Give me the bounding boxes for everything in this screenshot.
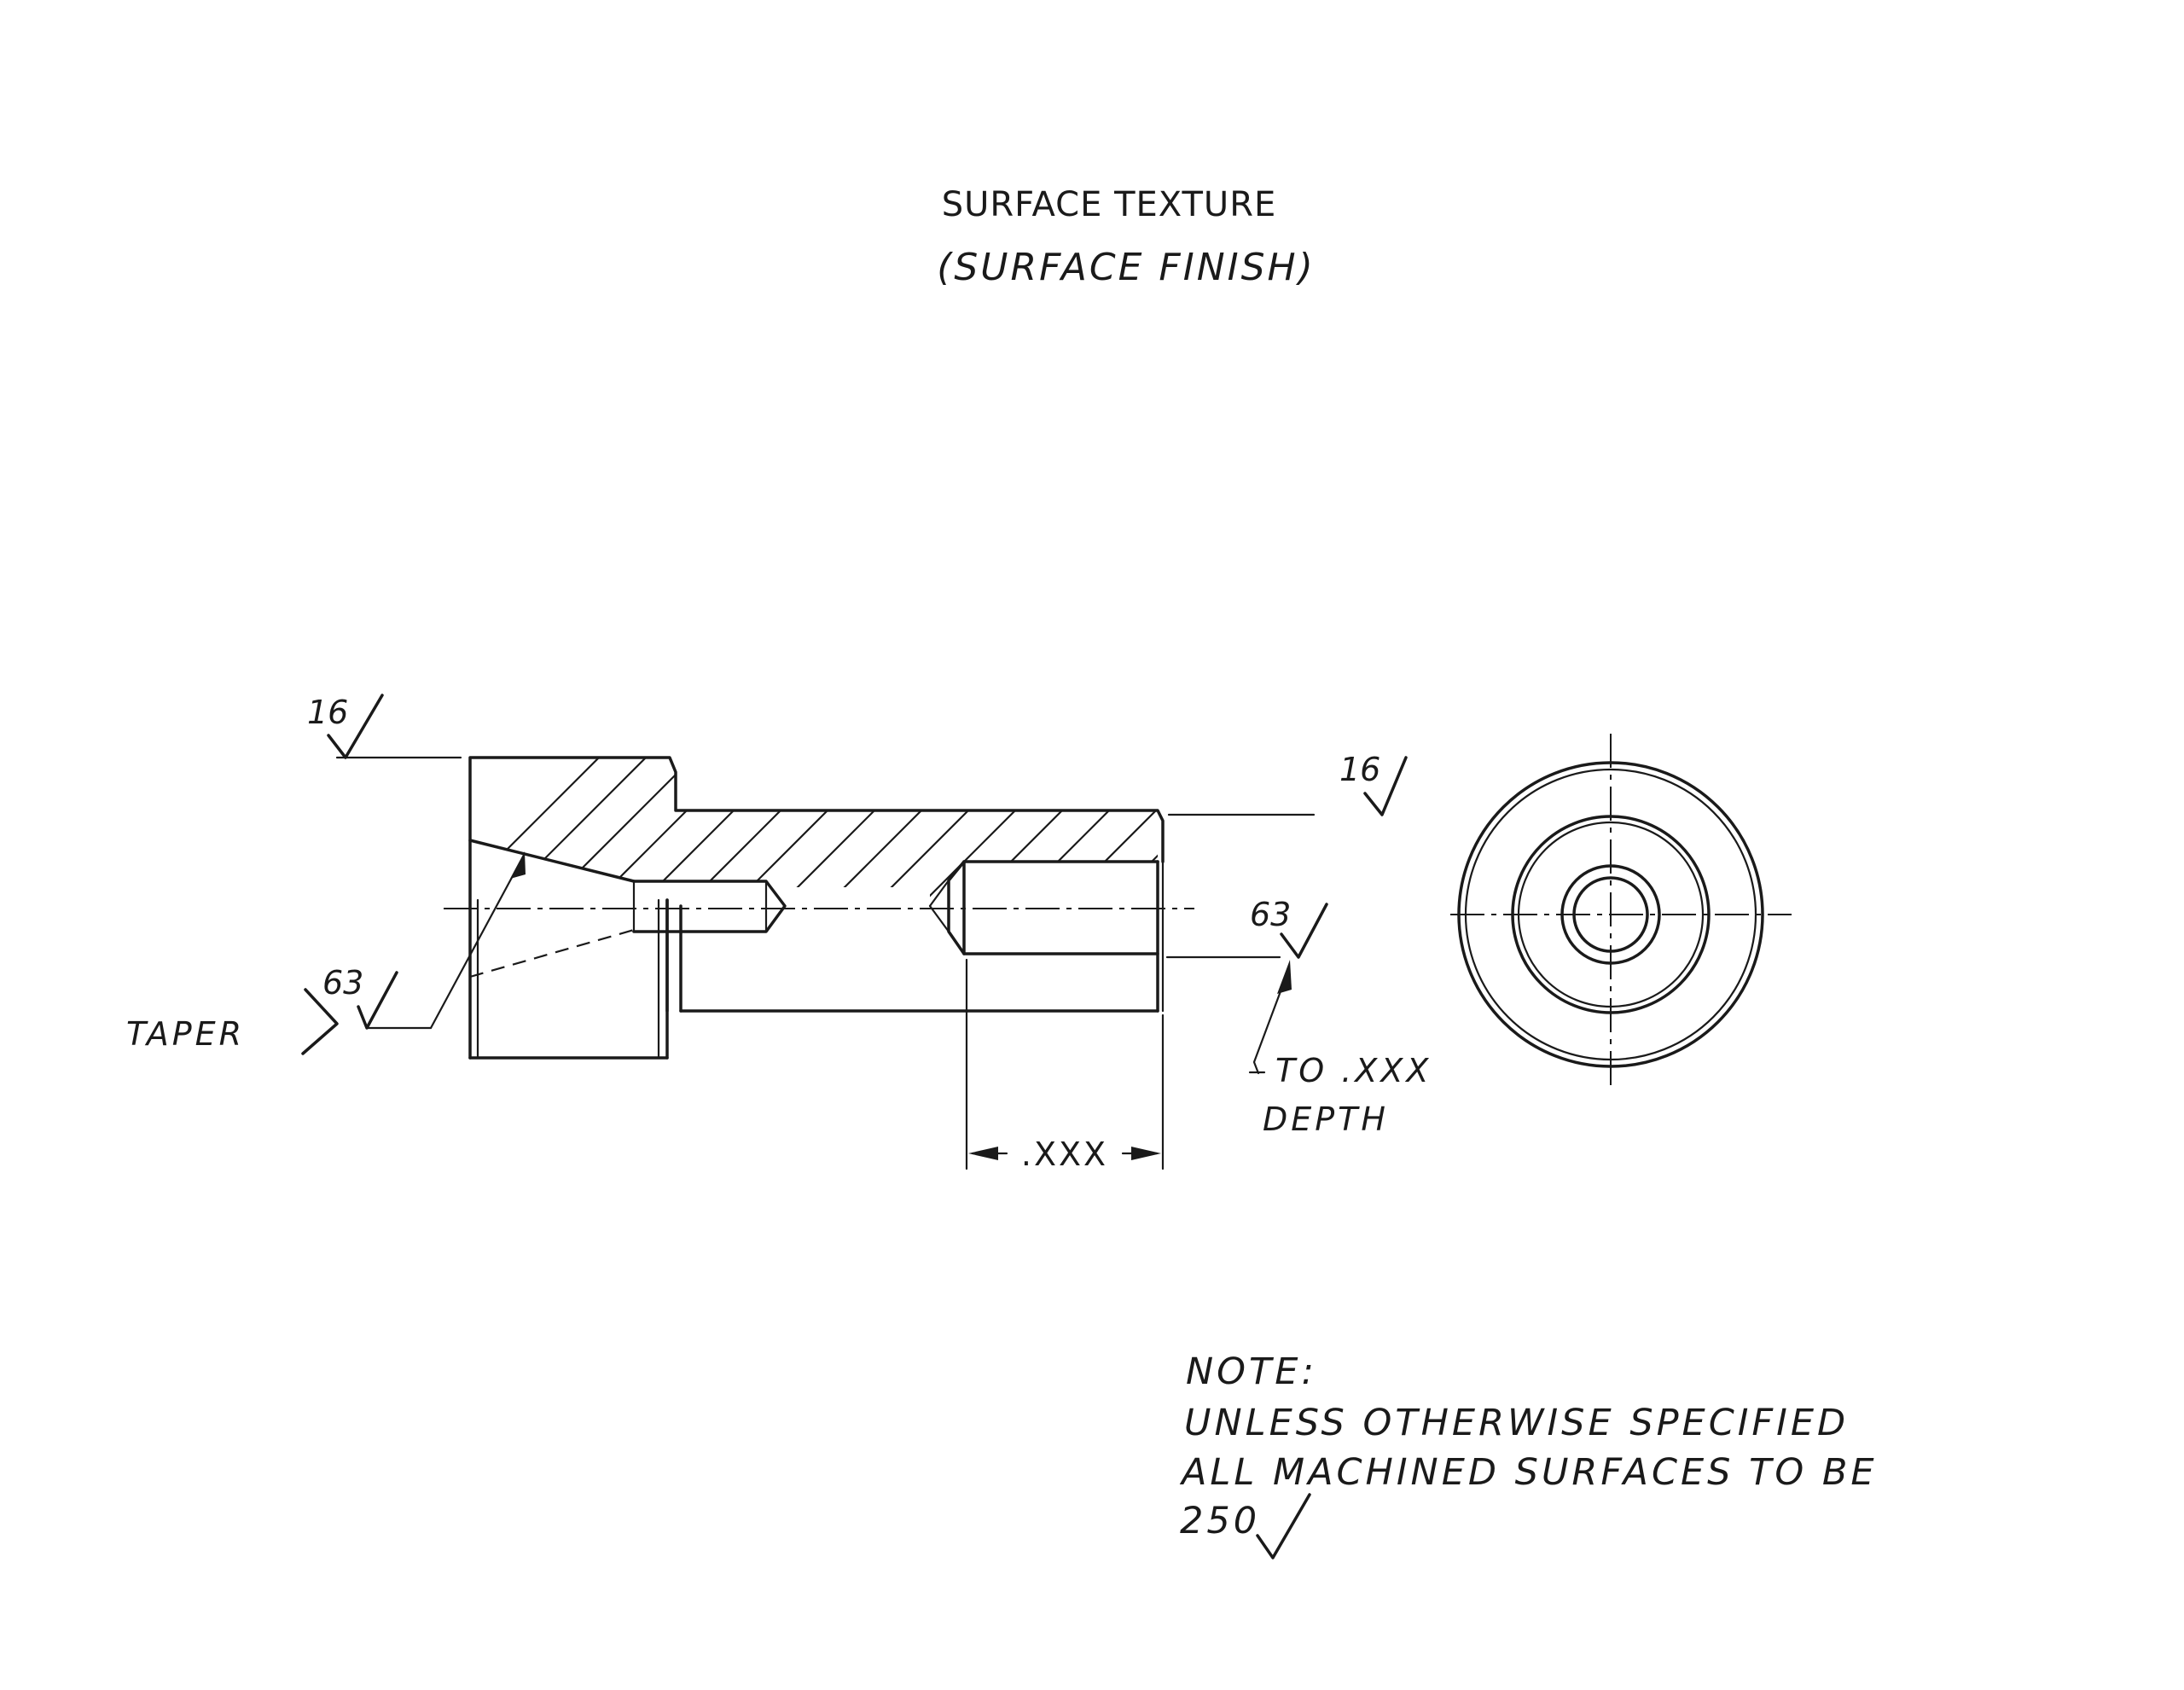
finish-value-top-left: 16 (307, 694, 348, 731)
note-heading: NOTE: (1186, 1350, 1317, 1393)
general-note: NOTE: UNLESS OTHERWISE SPECIFIED ALL MAC… (1179, 1350, 1878, 1559)
depth-leader: TO .XXX DEPTH (1248, 960, 1432, 1138)
finish-value-taper: 63 (322, 964, 363, 1002)
depth-dimension: .XXX (965, 958, 1165, 1173)
note-line-2: ALL MACHINED SURFACES TO BE (1179, 1451, 1878, 1494)
section-view (444, 756, 1194, 1060)
depth-label-line-1: TO .XXX (1275, 1052, 1432, 1089)
finish-symbol-top-right: 16 (1167, 751, 1408, 816)
finish-symbol-top-left: 16 (307, 694, 462, 759)
note-finish-check-icon (1256, 1493, 1311, 1559)
part-outline-top (468, 756, 1165, 1060)
note-finish-value: 250 (1180, 1500, 1260, 1542)
dimension-value: .XXX (1021, 1135, 1108, 1173)
end-view (1450, 734, 1792, 1092)
finish-symbol-bore: 63 (1165, 896, 1328, 959)
title-line-2: (SURFACE FINISH) (937, 246, 1316, 289)
finish-symbol-taper: 63 TAPER (126, 851, 526, 1055)
finish-value-bore: 63 (1250, 896, 1291, 933)
finish-value-top-right: 16 (1339, 751, 1380, 788)
note-line-1: UNLESS OTHERWISE SPECIFIED (1184, 1402, 1849, 1444)
title-line-1: SURFACE TEXTURE (942, 185, 1277, 224)
depth-label-line-2: DEPTH (1263, 1101, 1389, 1138)
taper-label: TAPER (126, 1015, 245, 1053)
